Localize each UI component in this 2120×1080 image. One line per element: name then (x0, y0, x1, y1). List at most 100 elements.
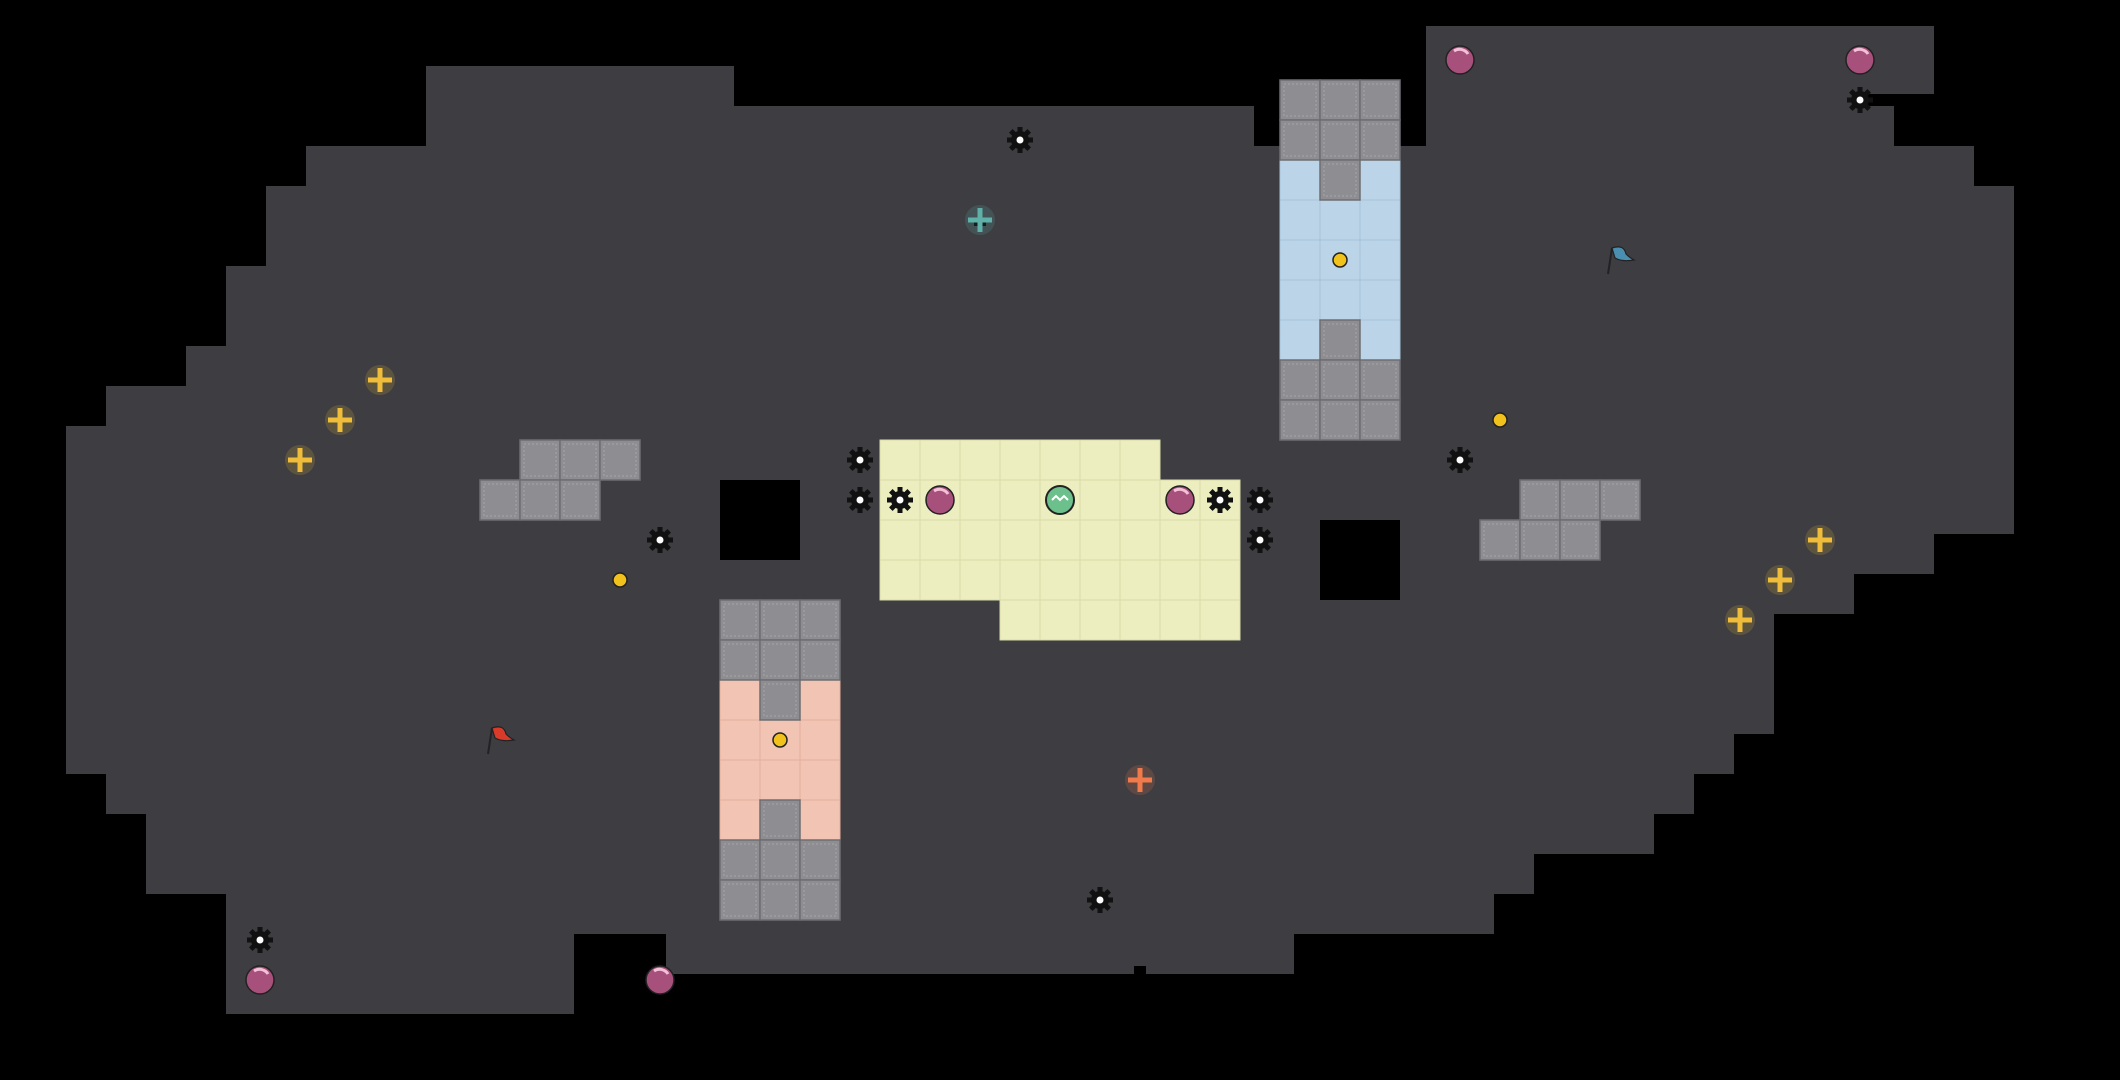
red-zone-tile (719, 799, 761, 841)
yellow-zone-tile (1119, 559, 1161, 601)
cog-hazard-icon (247, 927, 273, 953)
blue-zone-tile (1279, 199, 1321, 241)
entity-layer (245, 45, 1875, 995)
stone-block (719, 599, 761, 641)
stone-block (1279, 399, 1321, 441)
stone-block (1359, 399, 1401, 441)
stone-block (1279, 119, 1321, 161)
yellow-spawn-icon (365, 365, 395, 395)
yellow-zone-tile (999, 439, 1041, 481)
stone-block (1359, 79, 1401, 121)
yellow-zone-tile (1039, 519, 1081, 561)
yellow-zone-tile (879, 439, 921, 481)
yellow-zone-tile (879, 519, 921, 561)
blue-zone-tile (1359, 319, 1401, 361)
stone-block (759, 839, 801, 881)
yellow-zone-tile (919, 519, 961, 561)
yellow-zone-tile (879, 559, 921, 601)
blue-zone-tile (1359, 239, 1401, 281)
stone-block (1559, 479, 1601, 521)
cog-hazard-icon (1007, 127, 1033, 153)
blue-zone-tile (1319, 279, 1361, 321)
red-flag-icon (487, 726, 516, 755)
yellow-zone-tile (1039, 599, 1081, 641)
gem-icon (1845, 45, 1875, 75)
gem-icon (645, 965, 675, 995)
stone-block (799, 839, 841, 881)
orange-spawn-icon (1125, 765, 1155, 795)
yellow-zone-tile (1199, 519, 1241, 561)
yellow-zone-tile (959, 559, 1001, 601)
red-zone-tile (799, 719, 841, 761)
red-zone-tile (719, 719, 761, 761)
bottom-pillar-wall (1124, 846, 1156, 966)
yellow-zone-tile (1119, 479, 1161, 521)
stone-block (1319, 359, 1361, 401)
yellow-zone-tile (1079, 599, 1121, 641)
red-zone-tile (799, 679, 841, 721)
yellow-zone-tile (959, 439, 1001, 481)
stone-block (559, 439, 601, 481)
yellow-spawn-icon (325, 405, 355, 435)
yellow-spawn-icon (1805, 525, 1835, 555)
stone-block (1479, 519, 1521, 561)
red-zone-tile (759, 759, 801, 801)
yellow-zone-tile (1079, 519, 1121, 561)
yellow-spawn-icon (285, 445, 315, 475)
yellow-zone-tile (999, 519, 1041, 561)
blue-zone-tile (1279, 279, 1321, 321)
stone-block (1279, 359, 1321, 401)
stone-block (559, 479, 601, 521)
stone-block (759, 639, 801, 681)
stone-block-layer (479, 79, 1641, 921)
yellow-zone-tile (919, 559, 961, 601)
yellow-spawn-icon (1725, 605, 1755, 635)
yellow-zone-tile (1199, 599, 1241, 641)
stone-block (1319, 399, 1361, 441)
stone-block (799, 599, 841, 641)
blue-zone-tile (1359, 159, 1401, 201)
yellow-zone-tile (999, 599, 1041, 641)
stone-block (1359, 359, 1401, 401)
stone-block (1559, 519, 1601, 561)
yellow-zone-tile (1159, 559, 1201, 601)
stone-block (759, 879, 801, 921)
cog-hazard-icon (1247, 487, 1273, 513)
stone-block (1319, 319, 1361, 361)
yellow-zone-tile (1119, 439, 1161, 481)
stone-block (719, 839, 761, 881)
stone-block (479, 479, 521, 521)
cog-hazard-icon (1847, 87, 1873, 113)
stone-block (1519, 479, 1561, 521)
stone-block (759, 799, 801, 841)
stone-block (519, 479, 561, 521)
red-zone-tile (799, 799, 841, 841)
yellow-zone-tile (1119, 599, 1161, 641)
coin-icon (1332, 252, 1348, 268)
stone-block (1319, 79, 1361, 121)
yellow-zone-tile (1079, 479, 1121, 521)
player-ball-icon (1045, 485, 1075, 515)
yellow-zone-tile (999, 559, 1041, 601)
gem-icon (925, 485, 955, 515)
stone-block (799, 639, 841, 681)
gem-icon (1445, 45, 1475, 75)
top-pillar-wall (964, 106, 996, 222)
yellow-zone-tile (1079, 439, 1121, 481)
blue-zone-tile (1319, 199, 1361, 241)
stone-block (1599, 479, 1641, 521)
coin-icon (772, 732, 788, 748)
cog-hazard-icon (847, 447, 873, 473)
stone-block (799, 879, 841, 921)
yellow-spawn-icon (1765, 565, 1795, 595)
cog-hazard-icon (1207, 487, 1233, 513)
yellow-zone-tile (959, 519, 1001, 561)
cog-hazard-icon (647, 527, 673, 553)
yellow-zone-tile (1079, 559, 1121, 601)
red-zone-tile (719, 679, 761, 721)
coin-icon (1492, 412, 1508, 428)
blue-zone-tile (1279, 159, 1321, 201)
yellow-zone-tile (1159, 519, 1201, 561)
blue-zone-tile (1279, 319, 1321, 361)
